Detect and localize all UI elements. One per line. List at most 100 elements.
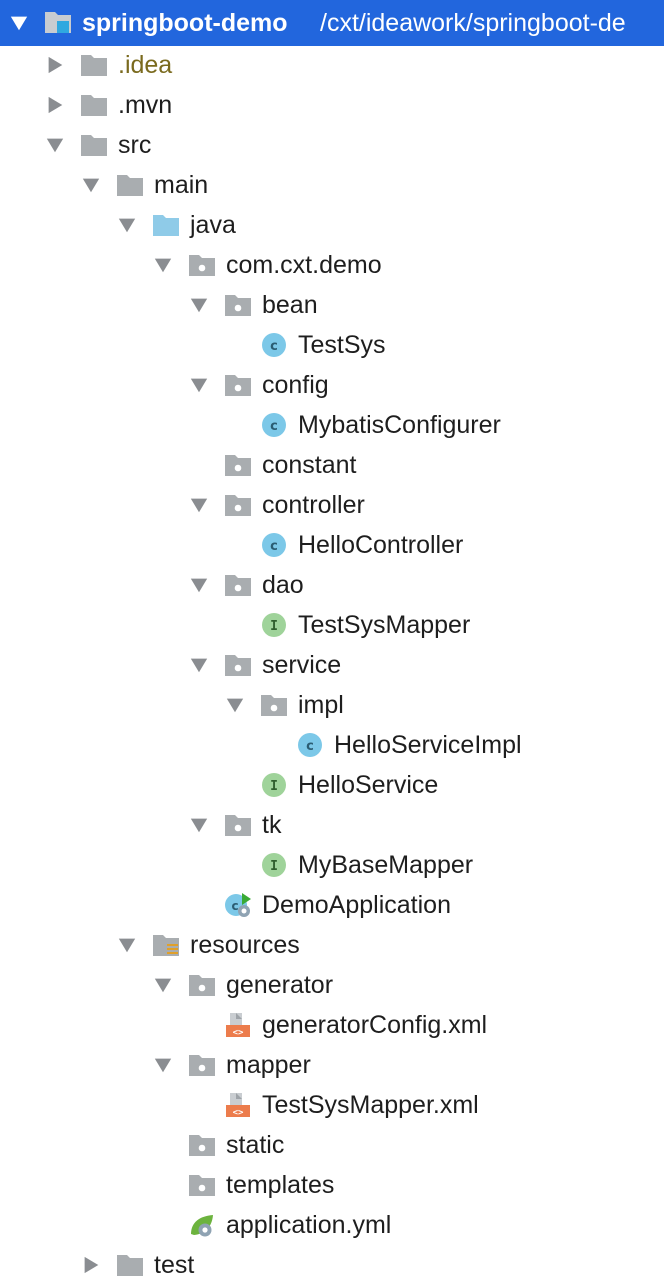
tree-row-demoapplication[interactable]: c DemoApplication bbox=[0, 885, 664, 925]
tree-row-testsysmapper-xml[interactable]: <> TestSysMapper.xml bbox=[0, 1085, 664, 1125]
tree-item-label: controller bbox=[262, 491, 365, 519]
tree-item-label: TestSysMapper bbox=[298, 611, 471, 639]
tree-row-com-cxt-demo[interactable]: com.cxt.demo bbox=[0, 245, 664, 285]
tree-item-label: .mvn bbox=[118, 91, 173, 119]
tree-row-main[interactable]: main bbox=[0, 165, 664, 205]
tree-row-templates[interactable]: templates bbox=[0, 1165, 664, 1205]
tree-row-project-root[interactable]: springboot-demo/cxt/ideawork/springboot-… bbox=[0, 0, 664, 46]
tree-row-testsysmapper[interactable]: I TestSysMapper bbox=[0, 605, 664, 645]
package-icon bbox=[224, 292, 252, 318]
tree-item-label: com.cxt.demo bbox=[226, 251, 382, 279]
folder-icon bbox=[116, 172, 144, 198]
spring-boot-class-icon: c bbox=[224, 892, 252, 918]
tree-item-label: java bbox=[190, 211, 236, 239]
tree-row-static[interactable]: static bbox=[0, 1125, 664, 1165]
svg-text:c: c bbox=[270, 339, 278, 354]
tree-row-dao[interactable]: dao bbox=[0, 565, 664, 605]
collapsed-arrow-icon[interactable] bbox=[44, 54, 66, 76]
package-icon bbox=[188, 1172, 216, 1198]
expanded-arrow-icon[interactable] bbox=[224, 694, 246, 716]
tree-item-label: HelloController bbox=[298, 531, 464, 559]
svg-text:I: I bbox=[270, 779, 278, 794]
tree-row-src[interactable]: src bbox=[0, 125, 664, 165]
resources-folder-icon bbox=[152, 932, 180, 958]
package-icon bbox=[260, 692, 288, 718]
tree-row-generatorconfig-xml[interactable]: <> generatorConfig.xml bbox=[0, 1005, 664, 1045]
tree-item-label: src bbox=[118, 131, 152, 159]
folder-icon bbox=[116, 1252, 144, 1278]
class-icon: c bbox=[260, 412, 288, 438]
svg-text:<>: <> bbox=[233, 1108, 244, 1118]
svg-text:I: I bbox=[270, 859, 278, 874]
tree-item-label: TestSys bbox=[298, 331, 386, 359]
tree-item-label: test bbox=[154, 1251, 195, 1279]
expanded-arrow-icon[interactable] bbox=[152, 974, 174, 996]
tree-row-idea[interactable]: .idea bbox=[0, 45, 664, 85]
folder-icon bbox=[80, 92, 108, 118]
source-folder-icon bbox=[152, 212, 180, 238]
tree-item-label: springboot-demo bbox=[82, 9, 288, 37]
expanded-arrow-icon[interactable] bbox=[116, 214, 138, 236]
package-icon bbox=[224, 572, 252, 598]
tree-item-label: application.yml bbox=[226, 1211, 392, 1239]
class-icon: c bbox=[260, 332, 288, 358]
package-icon bbox=[224, 812, 252, 838]
tree-row-hellocontroller[interactable]: c HelloController bbox=[0, 525, 664, 565]
expanded-arrow-icon[interactable] bbox=[188, 294, 210, 316]
svg-text:c: c bbox=[231, 899, 238, 913]
tree-row-resources[interactable]: resources bbox=[0, 925, 664, 965]
folder-icon bbox=[80, 52, 108, 78]
tree-row-mvn[interactable]: .mvn bbox=[0, 85, 664, 125]
tree-item-label: service bbox=[262, 651, 342, 679]
tree-item-label: resources bbox=[190, 931, 300, 959]
tree-row-impl[interactable]: impl bbox=[0, 685, 664, 725]
tree-row-bean[interactable]: bean bbox=[0, 285, 664, 325]
interface-icon: I bbox=[260, 772, 288, 798]
collapsed-arrow-icon[interactable] bbox=[44, 94, 66, 116]
expanded-arrow-icon[interactable] bbox=[188, 814, 210, 836]
collapsed-arrow-icon[interactable] bbox=[80, 1254, 102, 1276]
tree-item-label: constant bbox=[262, 451, 357, 479]
tree-row-testsys[interactable]: c TestSys bbox=[0, 325, 664, 365]
tree-row-mapper[interactable]: mapper bbox=[0, 1045, 664, 1085]
package-icon bbox=[224, 372, 252, 398]
expanded-arrow-icon[interactable] bbox=[44, 134, 66, 156]
tree-item-label: bean bbox=[262, 291, 318, 319]
folder-icon bbox=[80, 132, 108, 158]
tree-row-service[interactable]: service bbox=[0, 645, 664, 685]
expanded-arrow-icon[interactable] bbox=[152, 254, 174, 276]
tree-item-label: generatorConfig.xml bbox=[262, 1011, 488, 1039]
tree-row-helloservice[interactable]: I HelloService bbox=[0, 765, 664, 805]
expanded-arrow-icon[interactable] bbox=[188, 494, 210, 516]
tree-item-label: generator bbox=[226, 971, 334, 999]
tree-row-constant[interactable]: constant bbox=[0, 445, 664, 485]
svg-text:c: c bbox=[306, 739, 314, 754]
tree-row-mybasemapper[interactable]: I MyBaseMapper bbox=[0, 845, 664, 885]
package-icon bbox=[224, 492, 252, 518]
expanded-arrow-icon[interactable] bbox=[188, 654, 210, 676]
package-icon bbox=[188, 972, 216, 998]
tree-row-config[interactable]: config bbox=[0, 365, 664, 405]
tree-row-test[interactable]: test bbox=[0, 1245, 664, 1285]
class-icon: c bbox=[260, 532, 288, 558]
expanded-arrow-icon[interactable] bbox=[116, 934, 138, 956]
svg-text:c: c bbox=[270, 419, 278, 434]
tree-row-helloserviceimpl[interactable]: c HelloServiceImpl bbox=[0, 725, 664, 765]
expanded-arrow-icon[interactable] bbox=[152, 1054, 174, 1076]
tree-item-label: MybatisConfigurer bbox=[298, 411, 501, 439]
tree-row-mybatisconfigurer[interactable]: c MybatisConfigurer bbox=[0, 405, 664, 445]
package-icon bbox=[188, 1052, 216, 1078]
package-icon bbox=[188, 1132, 216, 1158]
expanded-arrow-icon[interactable] bbox=[80, 174, 102, 196]
tree-row-application-yml[interactable]: application.yml bbox=[0, 1205, 664, 1245]
expanded-arrow-icon[interactable] bbox=[188, 574, 210, 596]
spring-config-icon bbox=[188, 1212, 216, 1238]
tree-row-tk[interactable]: tk bbox=[0, 805, 664, 845]
tree-row-java[interactable]: java bbox=[0, 205, 664, 245]
tree-row-controller[interactable]: controller bbox=[0, 485, 664, 525]
expanded-arrow-icon[interactable] bbox=[8, 12, 30, 34]
module-folder-icon bbox=[44, 9, 72, 35]
expanded-arrow-icon[interactable] bbox=[188, 374, 210, 396]
tree-row-generator[interactable]: generator bbox=[0, 965, 664, 1005]
